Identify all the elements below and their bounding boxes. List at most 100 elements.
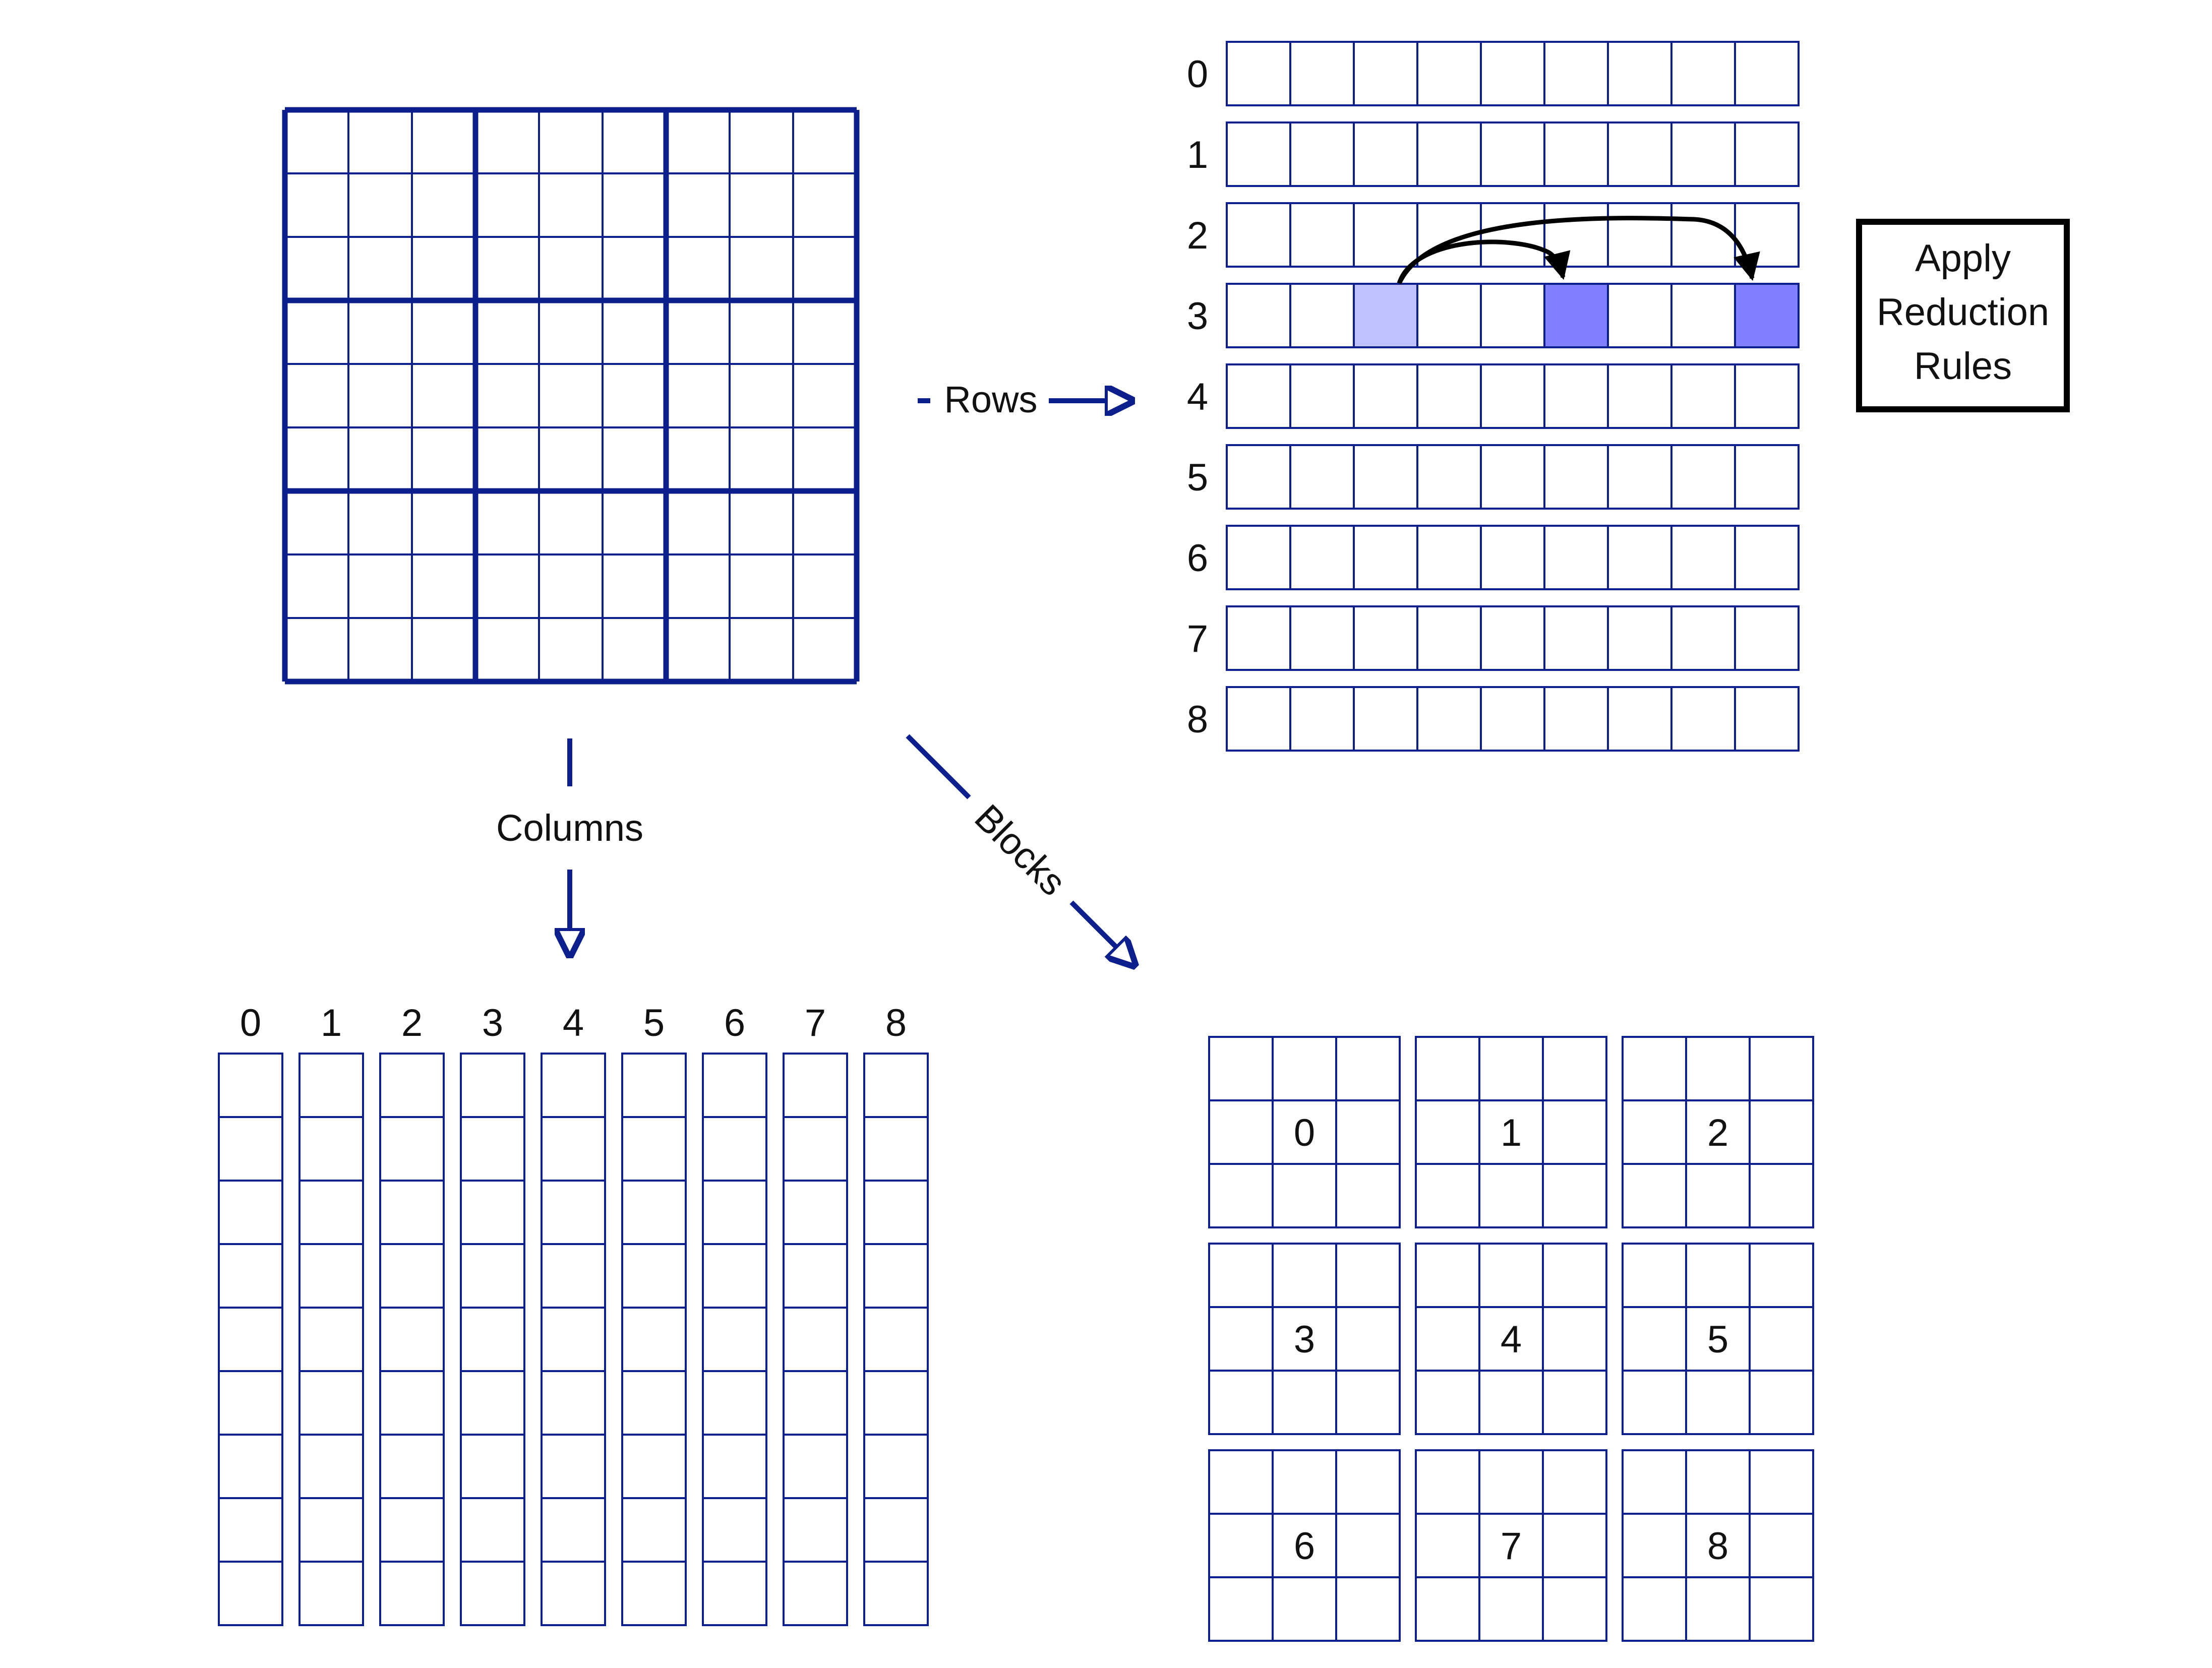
block-cell [1685,1370,1751,1435]
block-cell [1749,1099,1814,1165]
column-strip: 0 [218,1002,283,1626]
row-cell [1416,444,1482,510]
row-cell [1289,444,1355,510]
block-cell [1622,1036,1687,1101]
row-cell [1353,363,1418,429]
row-cell [1607,121,1672,187]
block-cell [1478,1370,1544,1435]
block-cell [1542,1243,1607,1308]
row-cell [1734,121,1800,187]
column-cell [621,1497,687,1563]
column-index-label: 6 [724,1002,745,1044]
block-cell [1208,1576,1274,1642]
row-cell [1226,525,1291,590]
column-cell [298,1434,364,1499]
block-cell [1272,1163,1337,1228]
row-cell [1670,283,1736,348]
row-cell [1480,444,1545,510]
column-cell [783,1370,848,1436]
column-cell [541,1307,606,1372]
column-cell [460,1116,525,1182]
column-cell [218,1116,283,1182]
block-cell [1622,1099,1687,1165]
block-index-label: 4 [1501,1318,1522,1361]
block-cell [1335,1036,1401,1101]
block-cell [1208,1370,1274,1435]
column-cell [218,1053,283,1118]
column-cell [863,1116,929,1182]
row-cell [1607,444,1672,510]
blocks-arrow [1069,900,1134,965]
column-cell [783,1561,848,1626]
column-cell [298,1561,364,1626]
block-group: 3 [1208,1243,1401,1435]
column-cell [702,1180,767,1245]
column-cell [541,1434,606,1499]
block-cell [1208,1243,1274,1308]
column-cell [218,1307,283,1372]
block-cell [1272,1449,1337,1515]
column-cell [863,1497,929,1563]
rows-label: Rows [944,379,1037,420]
column-cell [541,1497,606,1563]
row-cell [1670,41,1736,106]
row-cell [1480,605,1545,671]
row-cell [1226,283,1291,348]
row-strip: 8 [1187,686,1800,752]
column-cell [541,1243,606,1309]
column-cell [298,1370,364,1436]
block-cell [1208,1306,1274,1372]
column-cell [702,1497,767,1563]
row-cell [1734,686,1800,752]
row-cell [1353,41,1418,106]
column-index-label: 0 [240,1002,261,1044]
apply-reduction-rules-box: Apply Reduction Rules [1856,219,2070,412]
row-cell-source [1353,283,1418,348]
column-cell [298,1497,364,1563]
row-cell [1480,283,1545,348]
row-cell [1607,283,1672,348]
row-index-label: 1 [1187,134,1208,176]
block-cell [1622,1306,1687,1372]
column-strip: 2 [379,1002,445,1626]
block-cell [1208,1449,1274,1515]
column-cell [460,1307,525,1372]
row-strip: 2 [1187,202,1800,268]
row-cell [1543,121,1609,187]
block-cell [1415,1306,1480,1372]
row-cell [1289,605,1355,671]
block-cell [1478,1163,1544,1228]
reduction-arrow-far [1397,216,1760,284]
column-cell [460,1243,525,1309]
row-strip: 5 [1187,444,1800,510]
column-cell [460,1561,525,1626]
row-index-label: 6 [1187,537,1208,580]
column-index-label: 7 [805,1002,826,1044]
column-cell [460,1370,525,1436]
row-index-label: 7 [1187,617,1208,660]
block-cell [1749,1036,1814,1101]
column-cell [541,1116,606,1182]
column-cell [621,1307,687,1372]
block-index-label: 7 [1501,1525,1522,1568]
block-group: 0 [1208,1036,1401,1228]
blocks-connector: Blocks [906,734,1134,965]
column-cell [621,1561,687,1626]
column-cell [218,1561,283,1626]
block-cell [1335,1576,1401,1642]
column-strip: 7 [783,1002,848,1626]
block-cell [1208,1036,1274,1101]
column-strip: 1 [298,1002,364,1626]
row-cell [1226,363,1291,429]
block-cell [1685,1513,1751,1578]
row-cell [1289,686,1355,752]
blocks-label: Blocks [967,796,1074,904]
row-cell [1607,363,1672,429]
column-cell [460,1497,525,1563]
block-cell [1415,1576,1480,1642]
block-cell [1542,1099,1607,1165]
row-cell [1480,202,1545,268]
column-cell [460,1053,525,1118]
